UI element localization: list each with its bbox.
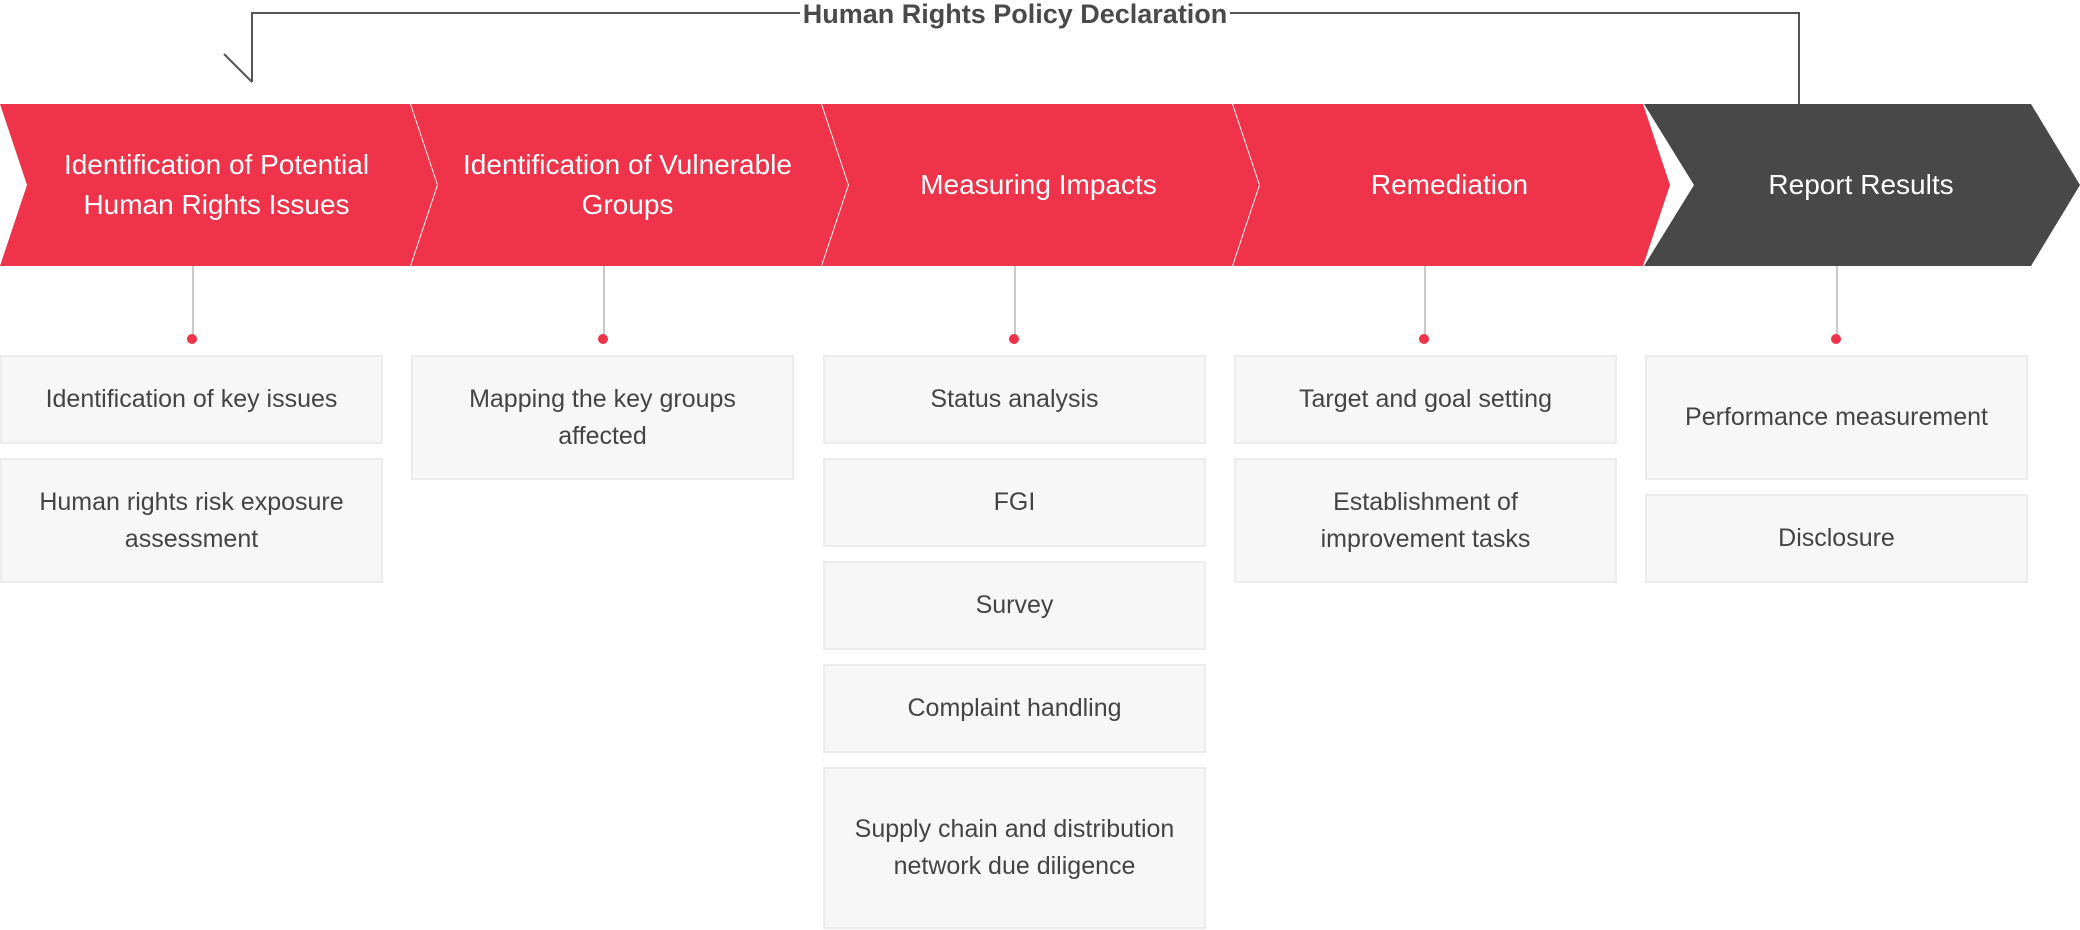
step-3-item-1: Status analysis bbox=[823, 355, 1206, 444]
step-3-item-4: Complaint handling bbox=[823, 664, 1206, 753]
step-1-stem bbox=[192, 266, 194, 336]
step-4-item-1: Target and goal setting bbox=[1234, 355, 1617, 444]
step-3-item-5-label: Supply chain and distribution network du… bbox=[854, 815, 1175, 880]
step-2-stem bbox=[603, 266, 605, 336]
step-3-item-4-label: Complaint handling bbox=[907, 694, 1122, 722]
step-4-item-1-label: Target and goal setting bbox=[1299, 385, 1552, 413]
step-2-item-1-label: Mapping the key groups affected bbox=[469, 384, 736, 450]
step-5-dot bbox=[1831, 334, 1841, 344]
step-1-item-2: Human rights risk exposure assessment bbox=[0, 458, 383, 583]
step-1-item-2-label: Human rights risk exposure assessment bbox=[39, 487, 344, 553]
step-4-title: Remediation bbox=[1370, 169, 1529, 200]
step-1-title: Identification of Potential Human Rights… bbox=[63, 149, 370, 220]
step-2-chevron: Identification of Vulnerable Groups bbox=[411, 104, 848, 266]
step-1-item-1-label: Identification of key issues bbox=[45, 385, 338, 413]
step-5-stem bbox=[1836, 266, 1838, 336]
step-3-item-1-label: Status analysis bbox=[930, 385, 1099, 413]
step-3-item-2: FGI bbox=[823, 458, 1206, 547]
step-3-stem bbox=[1014, 266, 1016, 336]
step-3-chevron: Measuring Impacts bbox=[822, 104, 1259, 266]
step-4-dot bbox=[1419, 334, 1429, 344]
step-4-stem bbox=[1424, 266, 1426, 336]
step-4-chevron: Remediation bbox=[1233, 104, 1670, 266]
step-5-item-2-label: Disclosure bbox=[1778, 524, 1895, 552]
step-1-dot bbox=[187, 334, 197, 344]
step-3-item-3-label: Survey bbox=[975, 591, 1054, 619]
step-4-item-2: Establishment of improvement tasks bbox=[1234, 458, 1617, 583]
policy-declaration-label: Human Rights Policy Declaration bbox=[800, 0, 1230, 28]
step-1-item-1: Identification of key issues bbox=[0, 355, 383, 444]
step-3-item-2-label: FGI bbox=[993, 488, 1036, 516]
step-5-item-1-label: Performance measurement bbox=[1685, 403, 1988, 431]
step-1-chevron: Identification of Potential Human Rights… bbox=[0, 104, 437, 266]
step-2-item-1: Mapping the key groups affected bbox=[411, 355, 794, 480]
step-2-dot bbox=[598, 334, 608, 344]
step-4-item-2-label: Establishment of improvement tasks bbox=[1320, 487, 1531, 553]
feedback-loop-arrowhead-icon bbox=[223, 53, 253, 83]
step-5-item-1: Performance measurement bbox=[1645, 355, 2028, 480]
step-5-item-2: Disclosure bbox=[1645, 494, 2028, 583]
step-5-title: Report Results bbox=[1768, 169, 1954, 200]
step-3-dot bbox=[1009, 334, 1019, 344]
step-3-title: Measuring Impacts bbox=[920, 169, 1157, 200]
step-3-item-5: Supply chain and distribution network du… bbox=[823, 767, 1206, 929]
step-3-item-3: Survey bbox=[823, 561, 1206, 650]
step-2-title: Identification of Vulnerable Groups bbox=[463, 149, 792, 220]
step-5-chevron: Report Results bbox=[1644, 104, 2080, 266]
